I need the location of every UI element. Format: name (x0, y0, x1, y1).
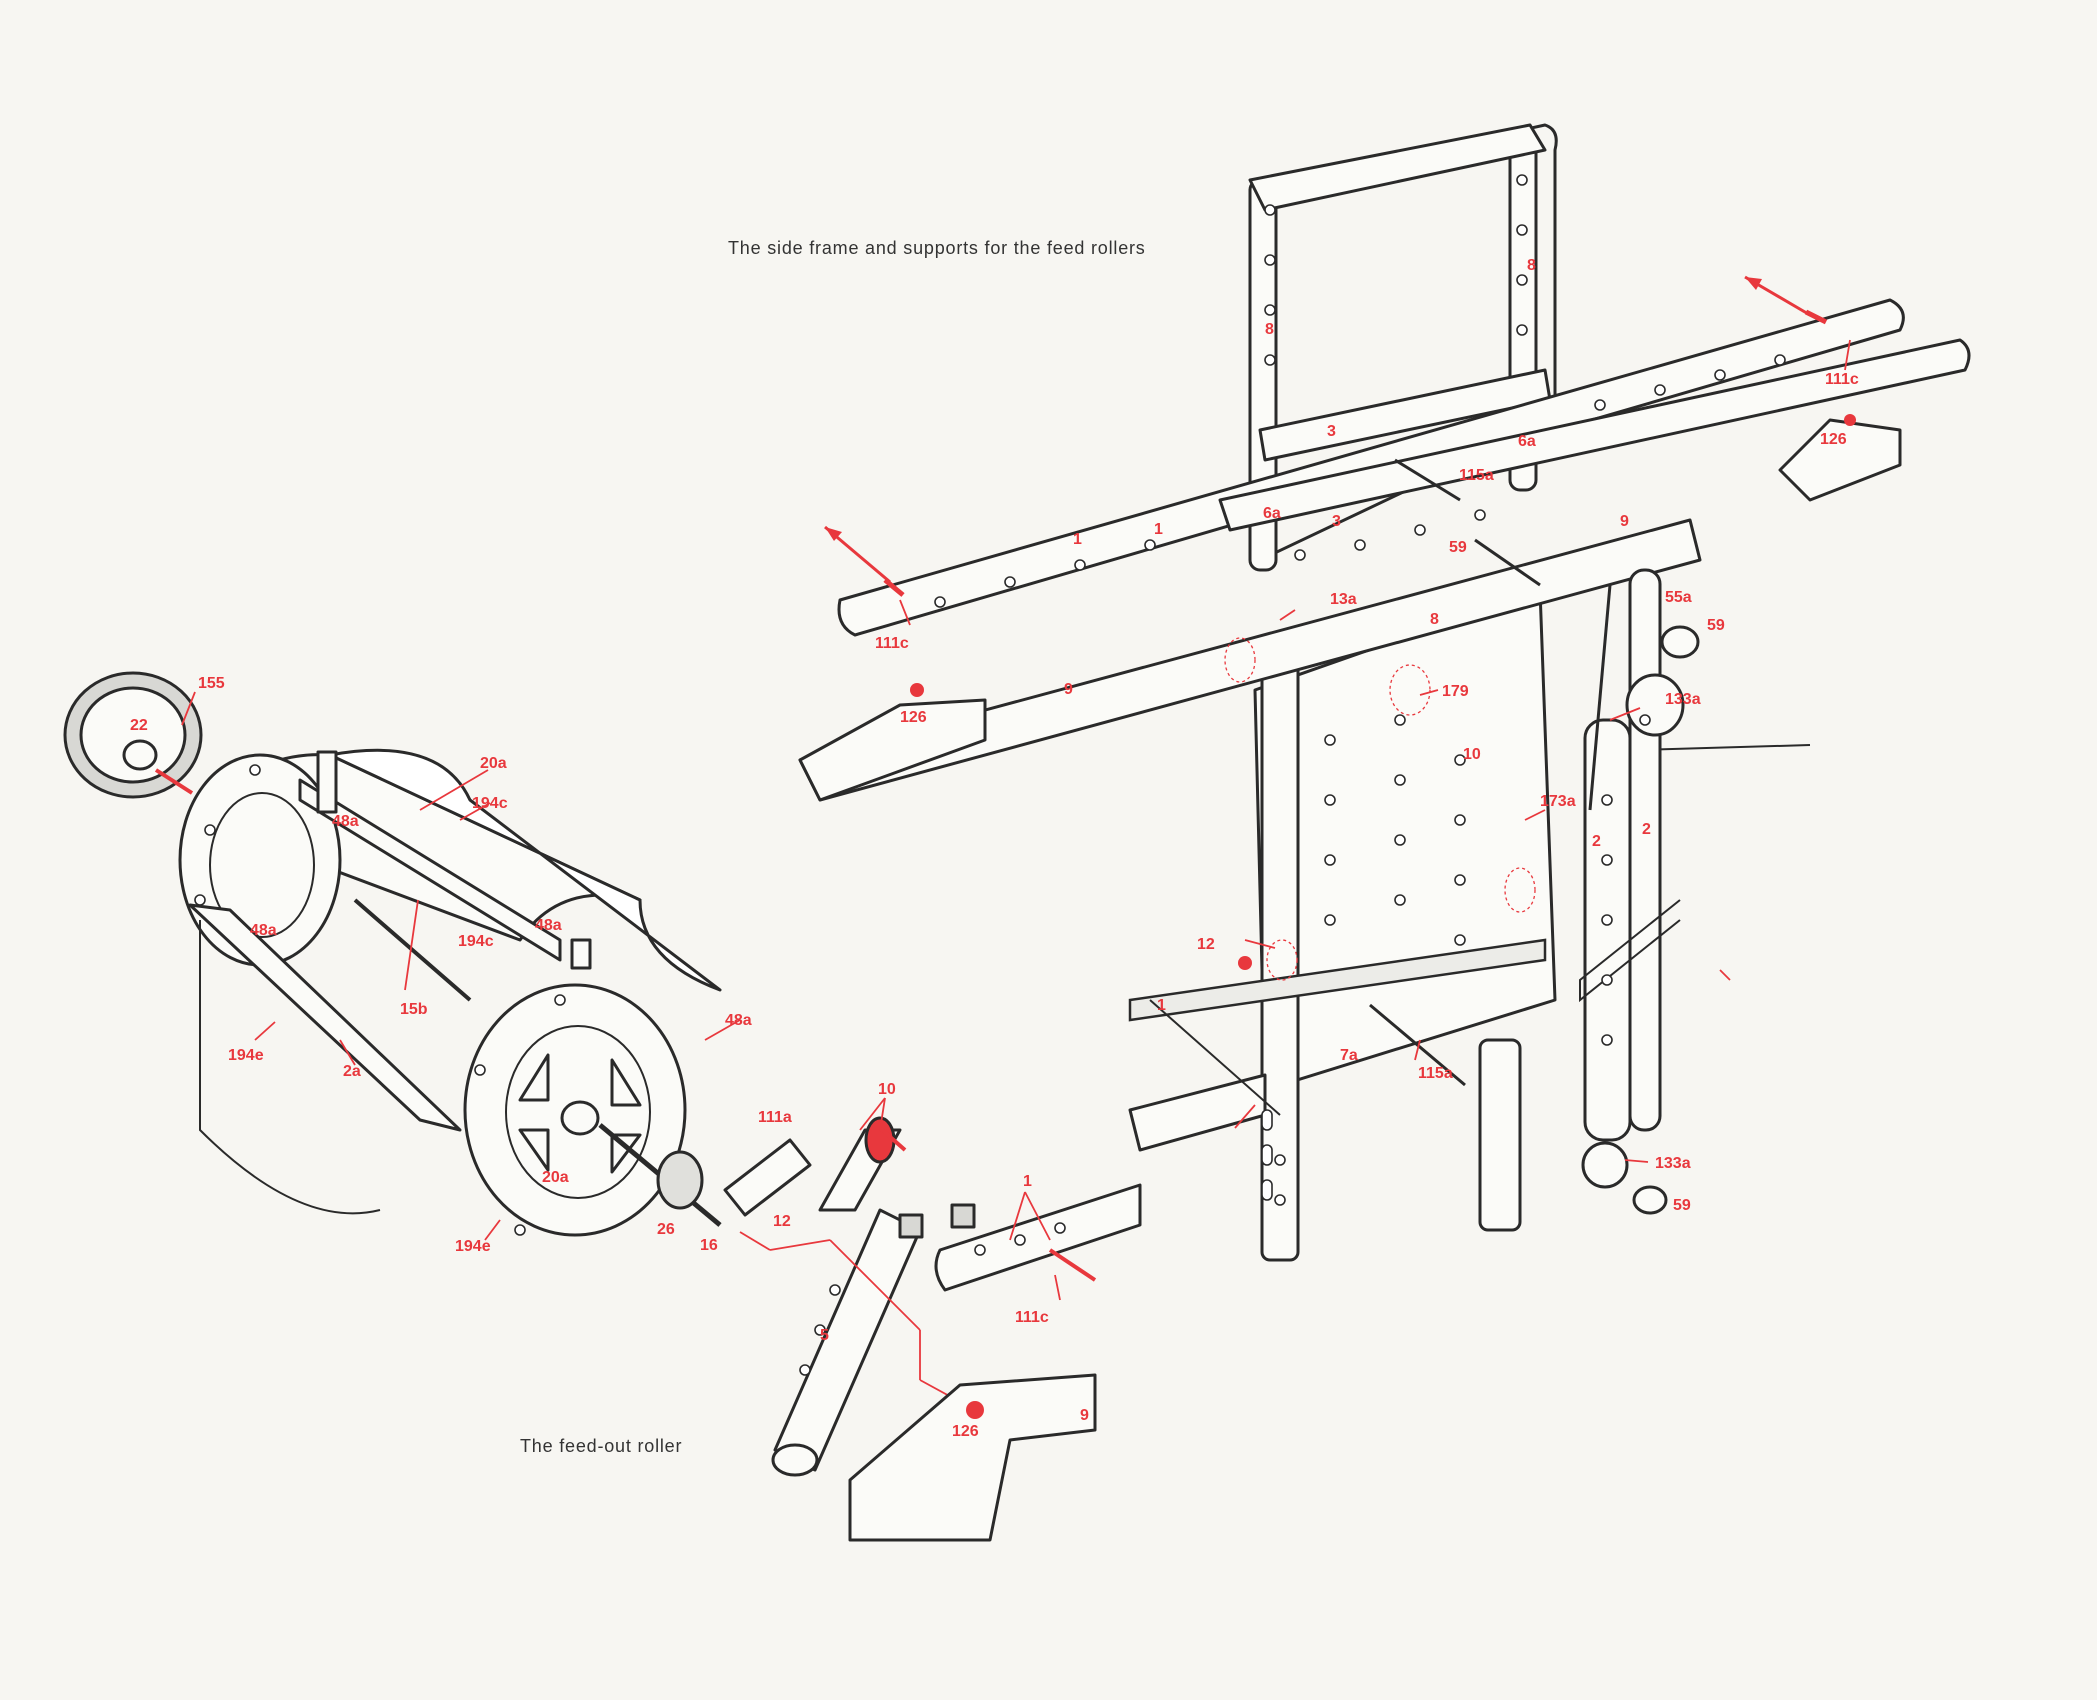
label-13a: 13a (1330, 591, 1357, 608)
label-111a: 111a (758, 1109, 792, 1126)
label-3: 3 (1332, 513, 1341, 530)
label-1: 1 (1023, 1173, 1032, 1190)
label-8: 8 (1527, 257, 1536, 274)
label-194c: 194c (472, 795, 508, 812)
label-133a: 133a (1665, 691, 1701, 708)
label-2: 2 (1642, 821, 1651, 838)
label-48a: 48a (725, 1012, 752, 1029)
label-194e: 194e (455, 1238, 491, 1255)
label-2: 2 (1592, 833, 1601, 850)
label-12: 12 (1197, 936, 1215, 953)
label-12: 12 (773, 1213, 791, 1230)
side-frame (798, 123, 1971, 1262)
label-48a: 48a (535, 917, 562, 934)
label-126: 126 (952, 1423, 979, 1440)
red-arrows (824, 275, 1856, 1152)
label-20a: 20a (542, 1169, 569, 1186)
label-8: 8 (1430, 611, 1439, 628)
label-59: 59 (1673, 1197, 1691, 1214)
label-2a: 2a (343, 1063, 361, 1080)
label-59: 59 (1707, 617, 1725, 634)
label-179: 179 (1442, 683, 1469, 700)
label-6a: 6a (1518, 433, 1536, 450)
label-111c: 111c (875, 635, 909, 652)
label-48a: 48a (332, 813, 359, 830)
roller-drum (178, 748, 722, 1237)
label-10: 10 (878, 1081, 896, 1098)
label-115a: 115a (1418, 1065, 1453, 1082)
label-48a: 48a (250, 922, 277, 939)
label-173a: 173a (1540, 793, 1576, 810)
label-1: 1 (1073, 531, 1082, 548)
label-5: 5 (820, 1327, 829, 1344)
label-59: 59 (1449, 539, 1467, 556)
label-9: 9 (1620, 513, 1629, 530)
label-111c: 111c (1825, 371, 1859, 388)
label-1: 1 (1157, 997, 1166, 1014)
label-8: 8 (1265, 321, 1274, 338)
label-126: 126 (1820, 431, 1847, 448)
label-15b: 15b (400, 1001, 428, 1018)
leader-lines (181, 339, 1851, 1301)
holes (194, 174, 1786, 1376)
label-10: 10 (1463, 746, 1481, 763)
label-9: 9 (1080, 1407, 1089, 1424)
label-155: 155 (198, 675, 225, 692)
label-6a: 6a (1263, 505, 1281, 522)
caption-side-frame: The side frame and supports for the feed… (728, 238, 1146, 258)
label-194c: 194c (458, 933, 494, 950)
caption-feed-out-roller: The feed-out roller (520, 1436, 683, 1456)
label-1: 1 (1154, 521, 1163, 538)
part-labels: 155 22 20a 194c 48a 48a 48a 48a 194c 15b… (130, 257, 1859, 1440)
label-26: 26 (657, 1221, 675, 1238)
label-111c: 111c (1015, 1309, 1049, 1326)
label-22: 22 (130, 717, 148, 734)
label-126: 126 (900, 709, 927, 726)
label-20a: 20a (480, 755, 507, 772)
label-3: 3 (1327, 423, 1336, 440)
label-115a: 115a (1459, 467, 1494, 484)
crank-linkage (656, 1116, 1142, 1542)
pulley-155 (63, 671, 203, 799)
label-194e: 194e (228, 1047, 264, 1064)
label-55a: 55a (1665, 589, 1692, 606)
label-9: 9 (1064, 681, 1073, 698)
label-7a: 7a (1340, 1047, 1358, 1064)
label-16: 16 (700, 1237, 718, 1254)
label-133a: 133a (1655, 1155, 1691, 1172)
